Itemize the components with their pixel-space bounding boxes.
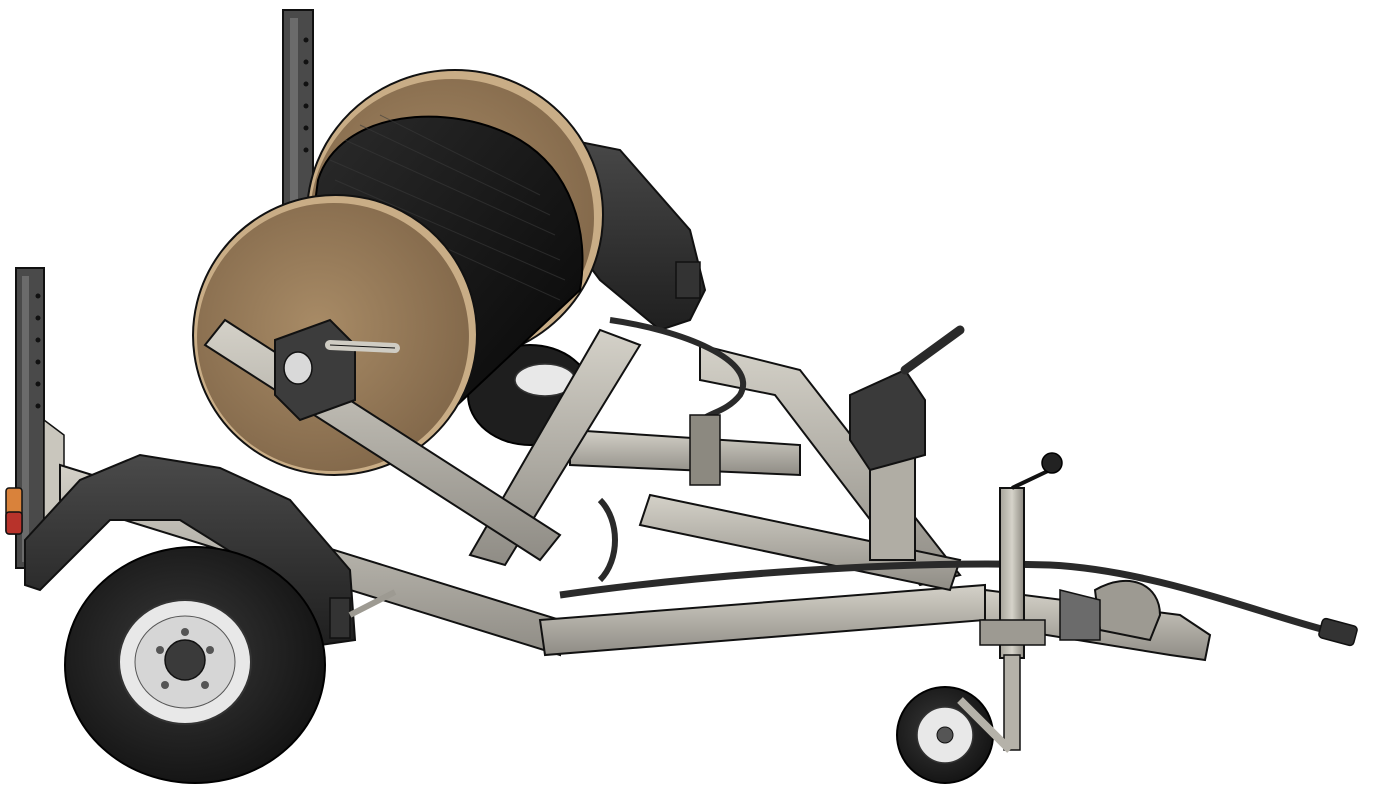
drum-support-arm [203,318,562,562]
drawbar [984,580,1212,662]
near-fender [24,453,397,647]
near-wheel [64,546,326,784]
winch-assembly [849,325,965,472]
rear-light [5,487,23,535]
jockey-wheel [896,452,1063,784]
